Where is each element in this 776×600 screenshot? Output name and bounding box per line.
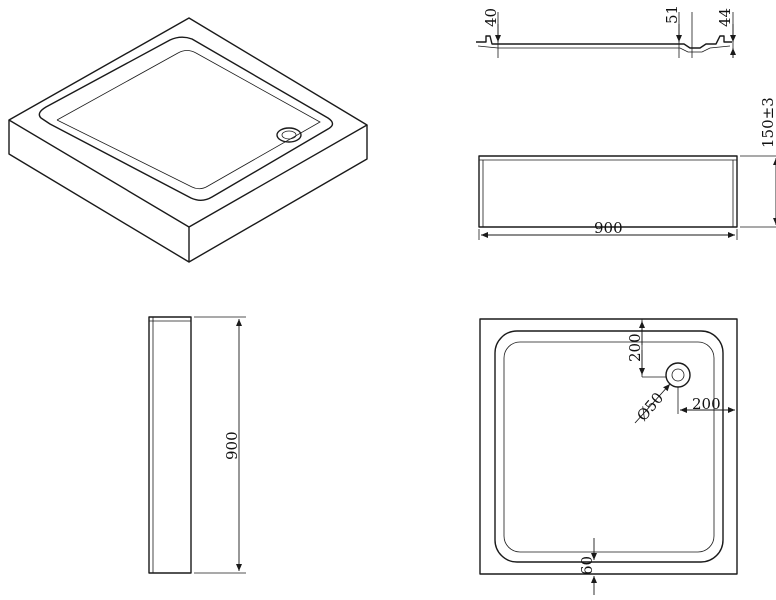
dim-top-mid-label: 51 — [663, 5, 681, 24]
dim-height-label: 150±3 — [759, 97, 776, 148]
section-view — [476, 12, 736, 58]
dim-drain-vertical-label: 200 — [626, 333, 644, 362]
dim-top-right-label: 44 — [716, 8, 734, 27]
isometric-tray-view — [8, 17, 368, 263]
front-view — [478, 155, 776, 240]
plan-view — [479, 318, 738, 595]
dim-side-length-label: 900 — [223, 431, 241, 460]
side-view — [148, 316, 246, 574]
dim-rim-width-label: 60 — [578, 556, 596, 575]
drain-icon — [276, 127, 302, 143]
dim-front-width-label: 900 — [594, 219, 623, 237]
dim-top-left-label: 40 — [482, 8, 500, 27]
dim-drain-horizontal-label: 200 — [692, 395, 721, 413]
